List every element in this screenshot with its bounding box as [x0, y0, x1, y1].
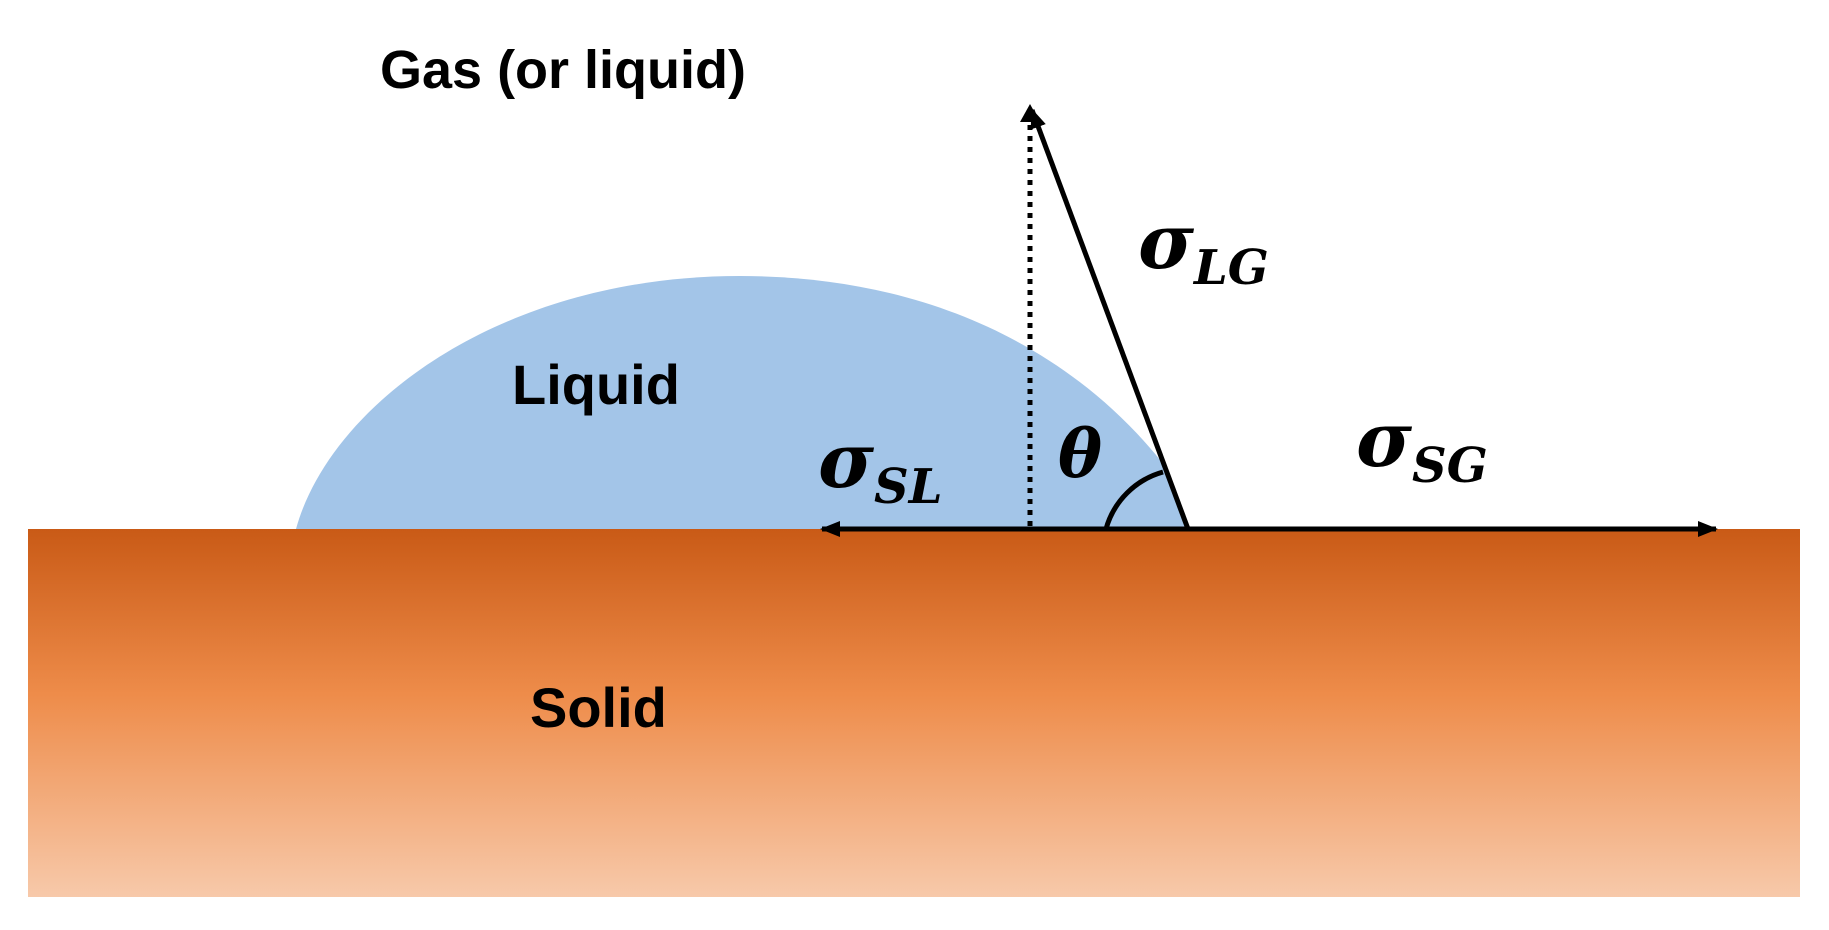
sigma-lg-arrow: [1029, 108, 1191, 530]
sigma-sg-symbol: σ: [1356, 395, 1413, 484]
sigma-lg-symbol: σ: [1138, 197, 1195, 286]
sigma-sl-label: σSL: [818, 416, 942, 515]
sigma-sg-subscript: SG: [1412, 438, 1488, 494]
liquid-label: Liquid: [512, 353, 680, 416]
solid-label: Solid: [530, 676, 667, 739]
solid-substrate: [28, 529, 1800, 897]
sigma-lg-subscript: LG: [1192, 240, 1269, 296]
sigma-lg-label: σLG: [1138, 197, 1269, 296]
contact-angle-arc: [1103, 469, 1164, 530]
theta-label: θ: [1058, 415, 1102, 493]
liquid-droplet: [296, 276, 1188, 529]
sigma-sl-symbol: σ: [818, 416, 875, 505]
sigma-sg-label: σSG: [1356, 395, 1488, 494]
sigma-sl-subscript: SL: [874, 459, 942, 515]
gas-label: Gas (or liquid): [380, 40, 746, 100]
